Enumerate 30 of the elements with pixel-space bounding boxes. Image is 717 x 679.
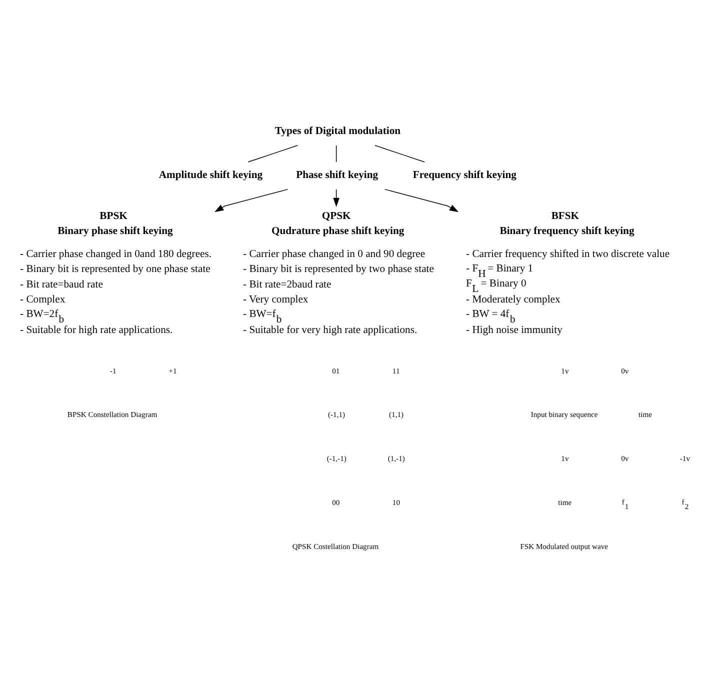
node-text: Frequency shift keying [412, 170, 516, 182]
label: 0v [621, 366, 629, 376]
label: +1 [168, 366, 177, 376]
label: time [638, 410, 652, 420]
label: time [558, 498, 572, 508]
label: 1v [561, 454, 569, 464]
label: BPSK Constellation Diagram [67, 410, 158, 420]
label: FSK Modulated output wave [520, 542, 608, 552]
label: (1,-1) [388, 454, 405, 464]
label: (-1,-1) [326, 454, 346, 464]
label: 01 [332, 366, 340, 376]
label: -1v [680, 454, 690, 464]
label: 11 [392, 366, 400, 376]
arrow [384, 188, 459, 212]
label: Input binary sequence [530, 410, 598, 420]
label: 1v [561, 366, 569, 376]
label: QPSK Costellation Diagram [292, 542, 379, 552]
label: 00 [332, 498, 340, 508]
label: (1,1) [389, 410, 404, 420]
connector [336, 145, 337, 162]
connector [374, 145, 425, 162]
label: 10 [392, 498, 400, 508]
node-text: Amplitude shift keying [158, 170, 263, 182]
node-text: Types of Digital modulation [274, 126, 401, 138]
arrow [214, 188, 288, 212]
label: 0v [621, 454, 629, 464]
label: -1 [110, 366, 116, 376]
node-text: Phase shift keying [296, 170, 378, 182]
label: (-1,1) [328, 410, 346, 420]
connector [248, 145, 298, 162]
